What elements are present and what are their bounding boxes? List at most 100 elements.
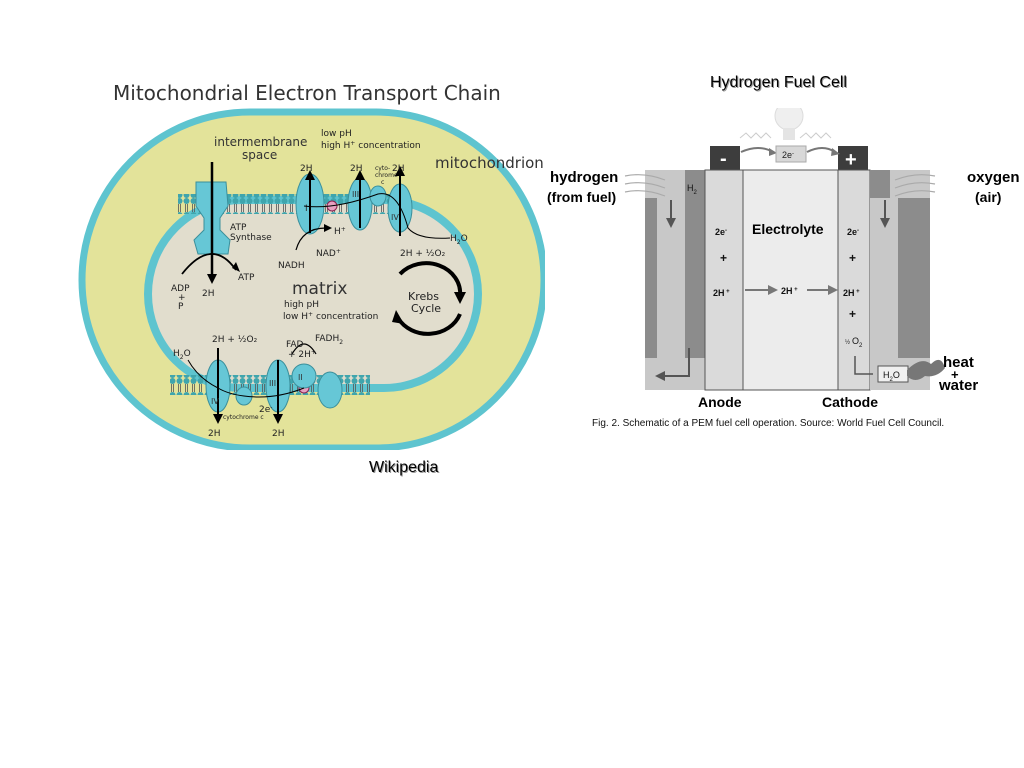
water-top: H2O	[450, 234, 468, 246]
anode-proton-label: 2H +	[713, 288, 730, 298]
fuel-cell-diagram: - + 2e-	[545, 101, 1024, 434]
heat-label: heat	[943, 354, 974, 371]
mitochondrion-label: mitochondrion	[435, 154, 544, 172]
cyto-c-top-label-3: c	[381, 179, 384, 186]
anode-label: Anode	[698, 394, 742, 410]
air-label: (air)	[975, 189, 1001, 205]
complex-i-label: I	[305, 204, 308, 214]
fad-label: FAD	[286, 340, 304, 350]
anode-outlet	[645, 358, 705, 390]
matrix-label: matrix	[292, 279, 347, 299]
complex-bottom-extra	[317, 371, 343, 409]
bottom-2h-right: 2H	[272, 429, 285, 439]
mitochondria-svg: Mitochondrial Electron Transport Chain A…	[78, 81, 548, 452]
bottom-2h-left: 2H	[208, 429, 221, 439]
complex-iii-bottom: III	[265, 359, 291, 424]
h-plus-top: H+	[334, 226, 346, 237]
positive-terminal	[838, 146, 868, 170]
fuel-cell-title: Hydrogen Fuel Cell	[710, 74, 847, 91]
negative-terminal-label: -	[720, 148, 727, 170]
anode-exit-arrow	[655, 348, 690, 381]
anode-plus-label: +	[720, 251, 727, 265]
hydrogen-flow-arrow	[666, 200, 676, 228]
atp-synthase-label: ATP	[230, 223, 247, 233]
nad-label: NAD+	[316, 248, 341, 259]
two-e-bottom: 2e-	[259, 404, 272, 415]
intermembrane-label: intermembrane	[214, 135, 307, 149]
electron-path-bottom	[187, 359, 305, 398]
krebs-cycle	[392, 261, 466, 336]
high-h-label: high H+concentration	[321, 140, 421, 151]
cytochrome-c-top	[369, 185, 387, 207]
half-o2-bottom: 2H + ½O₂	[212, 335, 258, 345]
nadh-label: NADH	[278, 261, 305, 271]
electron-flow-label: 2e-	[782, 150, 794, 160]
electrolyte	[742, 169, 839, 391]
water-exit-arrow	[854, 356, 873, 375]
high-ph-label: high pH	[284, 300, 319, 310]
adp-label: ADP	[171, 284, 190, 294]
half-o2-top: 2H + ½O₂	[400, 249, 446, 259]
fad-plus-label: + 2H+	[288, 349, 316, 360]
complex-ii-bottom: II	[291, 343, 317, 389]
electron-flow-box	[775, 145, 807, 163]
complex-ii-label: II	[298, 373, 303, 382]
atp-2h-label: 2H	[202, 289, 215, 299]
h2-label: H2	[687, 183, 698, 196]
atp-label: ATP	[238, 273, 255, 283]
hydrogen-label: hydrogen	[550, 169, 618, 186]
complex-iii-top: 2H III	[347, 164, 373, 231]
water-label: H2O	[883, 370, 900, 383]
atp-synthase-label-2: Synthase	[230, 233, 272, 243]
wikipedia-credit: Wikipedia	[369, 459, 439, 476]
water-out-label: water	[938, 377, 978, 394]
cyto-c-top-label-2: chrome	[375, 172, 398, 179]
fadh2-label: FADH2	[315, 334, 343, 346]
oxygen-flow-arrow	[880, 200, 890, 228]
complex-iii-label: III	[352, 190, 359, 199]
mid-proton-label: 2H +	[781, 286, 798, 296]
complex-i-2h: 2H	[300, 164, 313, 174]
nadh-arrow	[295, 227, 327, 251]
cyto-c-bottom-label: cytochrome c	[223, 414, 264, 421]
anode-electron-label: 2e-	[715, 227, 727, 237]
atp-synthase	[181, 162, 240, 284]
cathode-plus-2: +	[849, 307, 856, 321]
intermembrane-label-2: space	[242, 148, 277, 162]
electron-path-top	[303, 193, 451, 239]
hydrogen-inlet-lines	[624, 174, 666, 197]
electron-flow-arrow-2	[806, 147, 836, 153]
krebs-label-2: Cycle	[411, 302, 441, 315]
complex-iii-bottom-label: III	[269, 379, 276, 388]
heat-plus-label: +	[951, 367, 959, 382]
mitochondria-diagram: Mitochondrial Electron Transport Chain A…	[78, 78, 548, 452]
anode-electrode	[704, 169, 744, 391]
cathode-label: Cathode	[822, 394, 878, 410]
fuel-cell-svg: - + 2e-	[547, 101, 1020, 429]
krebs-label: Krebs	[408, 290, 439, 303]
negative-terminal	[710, 146, 740, 170]
light-bulb-icon	[739, 101, 832, 140]
cathode-plus-1: +	[849, 251, 856, 265]
complex-iv-label: IV	[391, 213, 399, 222]
low-ph-label: low pH	[321, 129, 352, 139]
complex-i-top: I 2H	[295, 164, 325, 235]
pi-label: P	[178, 302, 184, 312]
mito-title: Mitochondrial Electron Transport Chain	[113, 81, 501, 105]
proton-arrows	[745, 285, 838, 295]
heat-wave-icon	[907, 359, 945, 380]
complex-iv-bottom: IV	[205, 348, 231, 424]
cyto-c-top-label: cyto-	[375, 165, 390, 172]
oxygen-inlet-lines	[894, 174, 936, 197]
cathode-electrode	[837, 169, 871, 391]
oxygen-label: oxygen	[967, 169, 1020, 186]
figure-caption: Fig. 2. Schematic of a PEM fuel cell ope…	[592, 418, 944, 429]
water-bottom: H2O	[173, 349, 191, 361]
electron-flow-arrow	[740, 147, 774, 153]
nadh-arrowhead	[324, 224, 332, 232]
low-h-label: low H+concentration	[283, 311, 378, 322]
from-fuel-label: (from fuel)	[547, 189, 616, 205]
positive-terminal-label: +	[845, 149, 857, 171]
complex-iii-2h: 2H	[350, 164, 363, 174]
